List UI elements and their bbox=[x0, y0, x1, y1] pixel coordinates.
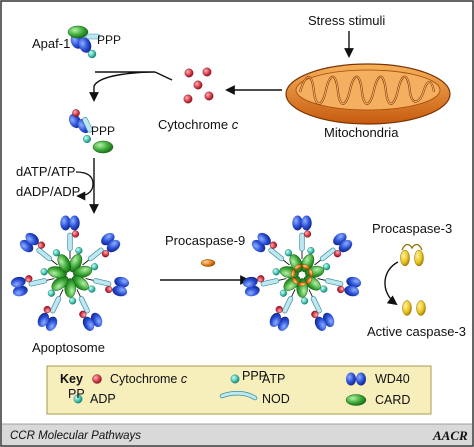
key-card-icon bbox=[345, 394, 367, 406]
footer-publisher-logo: AACR bbox=[432, 428, 468, 443]
apoptosome-label: Apoptosome bbox=[32, 340, 105, 355]
apaf1-cytc-bound bbox=[68, 109, 114, 154]
atp-bead bbox=[284, 249, 293, 257]
stress-stimuli-label: Stress stimuli bbox=[308, 13, 385, 28]
apoptosome-right bbox=[242, 216, 362, 333]
key-title: Key bbox=[60, 372, 83, 386]
atp-bead bbox=[300, 297, 309, 305]
caspase3-cleavage-arrow bbox=[384, 261, 399, 306]
dadp-adp-label: dADP/ADP bbox=[16, 184, 80, 199]
key-box bbox=[46, 365, 432, 415]
apaf1-binding-arrow bbox=[94, 71, 156, 100]
bound-ppp-tag: PPP bbox=[91, 124, 115, 138]
datp-atp-label: dATP/ATP bbox=[16, 164, 75, 179]
apaf1-monomer bbox=[67, 25, 101, 59]
key-atp-icon bbox=[230, 374, 240, 384]
atp-bead bbox=[91, 263, 99, 271]
atp-bead bbox=[88, 285, 96, 293]
atp-bead bbox=[40, 268, 48, 276]
procaspase3-label: Procaspase-3 bbox=[372, 221, 452, 236]
key-atp-label: ATP bbox=[262, 372, 285, 386]
apoptosome-left bbox=[10, 216, 130, 333]
active-caspase3 bbox=[402, 300, 426, 316]
footer-bar bbox=[2, 424, 472, 445]
procaspase9-label: Procaspase-9 bbox=[165, 233, 245, 248]
apaf1-label: Apaf-1 bbox=[32, 36, 70, 51]
atp-bead bbox=[272, 268, 280, 276]
key-wd40-label: WD40 bbox=[375, 372, 410, 386]
active-caspase3-label: Active caspase-3 bbox=[367, 324, 466, 339]
key-cytochrome-icon bbox=[92, 374, 102, 384]
caspase9-bead bbox=[290, 269, 296, 278]
procaspase9-molecule bbox=[200, 259, 216, 267]
caspase9-bead bbox=[291, 277, 299, 285]
atp-bead bbox=[68, 297, 77, 305]
atp-bead bbox=[75, 247, 83, 255]
atp-bead bbox=[320, 285, 328, 293]
footer-journal-label: CCR Molecular Pathways bbox=[10, 430, 141, 442]
apaf1-ppp-tag: PPP bbox=[97, 33, 121, 47]
key-ppp-tag: PPP bbox=[242, 369, 267, 383]
mitochondria-label: Mitochondria bbox=[324, 125, 399, 140]
key-adp-icon bbox=[73, 394, 83, 404]
key-card-label: CARD bbox=[375, 393, 410, 407]
caspase9-bead bbox=[302, 264, 310, 270]
atp-bead bbox=[307, 247, 315, 255]
key-wd40-icon bbox=[346, 372, 366, 386]
key-nod-label: NOD bbox=[262, 392, 290, 406]
exchange-curve bbox=[75, 171, 94, 201]
atp-bead bbox=[279, 289, 288, 297]
atp-bead bbox=[52, 249, 61, 257]
cytochrome-c-cluster bbox=[183, 67, 214, 104]
key-pp-tag: PP bbox=[68, 387, 85, 401]
caspase9-bead bbox=[306, 277, 313, 284]
mitochondrion bbox=[285, 63, 451, 125]
caspase9-bead bbox=[298, 281, 307, 287]
key-adp-label: ADP bbox=[90, 392, 116, 406]
cytc-join-line bbox=[154, 71, 173, 81]
procaspase3-dimer bbox=[400, 243, 424, 267]
atp-bead bbox=[47, 289, 56, 297]
atp-bead bbox=[323, 263, 331, 271]
caspase9-bead bbox=[308, 268, 314, 277]
key-legend: Key Cytochrome c PP ADP PPP ATP NOD WD40… bbox=[46, 365, 432, 415]
cytochrome-c-label: Cytochrome c bbox=[158, 117, 239, 132]
key-cytochrome-label: Cytochrome c bbox=[110, 372, 188, 386]
caspase9-bead bbox=[294, 264, 302, 270]
